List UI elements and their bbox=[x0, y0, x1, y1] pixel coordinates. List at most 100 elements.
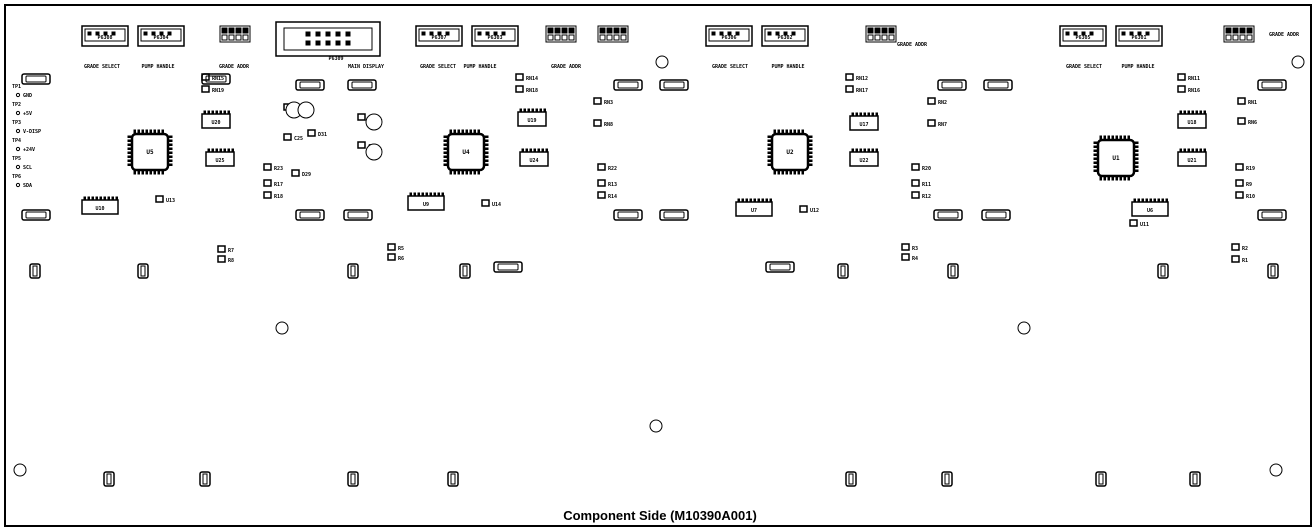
refdes-label: R8 bbox=[228, 258, 234, 264]
connector-p6304-pin bbox=[167, 31, 172, 36]
chip-u1-lead bbox=[1134, 165, 1139, 168]
ic-u10-label: U10 bbox=[95, 206, 104, 212]
connector-p6302-pin bbox=[783, 31, 788, 36]
test-point-id: TP2 bbox=[12, 102, 21, 108]
test-point-marker bbox=[15, 128, 21, 134]
ic-u24-lead bbox=[525, 148, 528, 153]
smd-rn17 bbox=[845, 85, 854, 93]
section-label: GRADE SELECT bbox=[1066, 64, 1102, 70]
mounting-pad-inner bbox=[106, 473, 112, 485]
chip-u2-lead bbox=[767, 155, 772, 158]
chip-u1-lead bbox=[1123, 135, 1126, 140]
chip-u4-lead bbox=[443, 151, 448, 154]
connector-p6307-inner bbox=[418, 28, 460, 42]
chip-u5-lead bbox=[133, 170, 136, 175]
slot-connector bbox=[295, 79, 325, 91]
slot-connector-inner bbox=[347, 211, 369, 219]
chip-u2-lead bbox=[773, 129, 776, 134]
chip-u1-label: U1 bbox=[1112, 155, 1120, 162]
ic-u21-lead bbox=[1183, 148, 1186, 153]
connector-p6305-pin bbox=[1081, 31, 1086, 36]
header-grade-addr-4-pin bbox=[881, 27, 888, 34]
refdes-label: R23 bbox=[274, 166, 283, 172]
chip-u2-label: U2 bbox=[786, 149, 794, 156]
slot-connector bbox=[1257, 209, 1287, 221]
connector-p6305-pin bbox=[1089, 31, 1094, 36]
header-grade-addr-1-pin bbox=[228, 34, 235, 41]
ic-u19-lead bbox=[539, 108, 542, 113]
chip-u5-lead bbox=[153, 129, 156, 134]
test-point-label: V-DISP bbox=[23, 129, 41, 135]
mounting-pad bbox=[29, 263, 41, 279]
test-point-marker bbox=[15, 110, 21, 116]
section-label: GRADE ADDR bbox=[1269, 32, 1300, 38]
slot-connector-inner bbox=[497, 263, 519, 271]
header-grade-addr-3-pin bbox=[613, 27, 620, 34]
slot-connector-inner bbox=[1261, 81, 1283, 89]
ic-u6-lead bbox=[1141, 198, 1144, 203]
mounting-pad bbox=[941, 471, 953, 487]
ic-u19-lead bbox=[531, 108, 534, 113]
chip-u2-lead bbox=[808, 163, 813, 166]
connector-p6308 bbox=[81, 25, 129, 47]
connector-p6308-pin bbox=[95, 31, 100, 36]
ic-u10-lead bbox=[99, 196, 102, 201]
connector-p6301 bbox=[1115, 25, 1163, 47]
refdes-label: RN8 bbox=[604, 122, 613, 128]
chip-u5-lead bbox=[149, 129, 152, 134]
test-point-id: TP4 bbox=[12, 138, 21, 144]
section-label: PUMP HANDLE bbox=[141, 64, 174, 70]
chip-u4-lead bbox=[453, 170, 456, 175]
section-label: GRADE ADDR bbox=[551, 64, 582, 70]
ic-u25-label: U25 bbox=[215, 158, 224, 164]
ic-u6-lead bbox=[1165, 198, 1168, 203]
chip-u4-lead bbox=[443, 159, 448, 162]
chip-u4-lead bbox=[469, 129, 472, 134]
chip-u1-lead bbox=[1134, 157, 1139, 160]
smd-r11 bbox=[911, 179, 920, 187]
ic-u10-lead bbox=[95, 196, 98, 201]
connector-p6307-pin bbox=[429, 31, 434, 36]
ic-u7-label: U7 bbox=[751, 208, 757, 214]
ic-u17-lead bbox=[851, 112, 854, 117]
refdes-label: R6 bbox=[398, 256, 404, 262]
connector-p6306 bbox=[705, 25, 753, 47]
test-point-marker bbox=[15, 164, 21, 170]
ic-u24-lead bbox=[533, 148, 536, 153]
chip-u5-lead bbox=[127, 163, 132, 166]
chip-u1-lead bbox=[1099, 135, 1102, 140]
slot-connector-inner bbox=[25, 75, 47, 83]
mounting-pad-inner bbox=[462, 265, 468, 277]
chip-u1-lead bbox=[1134, 153, 1139, 156]
slot-connector-inner bbox=[299, 81, 321, 89]
header-grade-addr-2-pin bbox=[547, 27, 554, 34]
ic-u9-lead bbox=[421, 192, 424, 197]
chip-u4-lead bbox=[484, 147, 489, 150]
ic-u10-lead bbox=[107, 196, 110, 201]
ic-u6-lead bbox=[1149, 198, 1152, 203]
ic-u7-lead bbox=[749, 198, 752, 203]
chip-u2-lead bbox=[808, 159, 813, 162]
connector-p6304-pin bbox=[151, 31, 156, 36]
chip-u5-lead bbox=[127, 155, 132, 158]
smd-r3 bbox=[901, 243, 910, 251]
smd-c28 bbox=[357, 113, 366, 121]
ic-u10-lead bbox=[83, 196, 86, 201]
connector-p6305-pin bbox=[1065, 31, 1070, 36]
refdes-label: R10 bbox=[1246, 194, 1255, 200]
mounting-pad bbox=[137, 263, 149, 279]
refdes-label: R12 bbox=[922, 194, 931, 200]
header-grade-addr-2-pin bbox=[561, 34, 568, 41]
ic-u25-lead bbox=[215, 148, 218, 153]
test-point-id: TP5 bbox=[12, 156, 21, 162]
ic-u9-lead bbox=[437, 192, 440, 197]
smd-r12 bbox=[911, 191, 920, 199]
smd-r5 bbox=[387, 243, 396, 251]
refdes-label: R7 bbox=[228, 248, 234, 254]
test-point-label: +24V bbox=[23, 147, 35, 153]
mounting-pad bbox=[1189, 471, 1201, 487]
test-point-marker bbox=[15, 146, 21, 152]
slot-connector bbox=[295, 209, 325, 221]
header-grade-addr-3-pin bbox=[606, 34, 613, 41]
